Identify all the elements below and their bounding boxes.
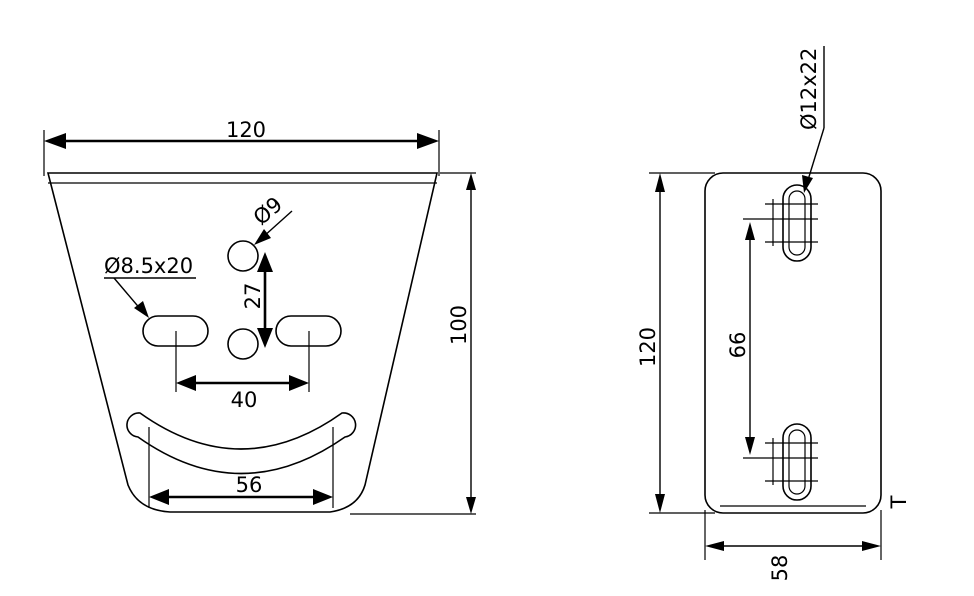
side-plate-outline xyxy=(704,172,882,514)
dimension-27: 27 xyxy=(241,252,273,348)
side-width-dim: 58 xyxy=(768,555,792,582)
arc-slot-dim: 56 xyxy=(236,473,263,497)
dimension-120-side: 120 xyxy=(636,172,715,514)
dimension-100: 100 xyxy=(350,172,476,515)
dimension-58: 58 xyxy=(704,510,882,582)
hole-spacing-dim: 27 xyxy=(241,283,265,310)
dimension-66: 66 xyxy=(726,222,755,455)
hole-upper xyxy=(227,240,259,272)
arc-slot xyxy=(126,412,357,475)
side-height-dim: 120 xyxy=(636,327,660,367)
slot-dia-dim: Ø8.5x20 xyxy=(104,254,193,278)
leader-slot-dia: Ø8.5x20 xyxy=(104,254,196,318)
dimension-120-front: 120 xyxy=(43,118,440,176)
hole-lower xyxy=(227,328,259,360)
leader-side-slot: Ø12x22 xyxy=(797,46,825,193)
front-view: 120 100 Ø9 Ø8.5x20 27 xyxy=(43,118,476,515)
side-slot-spacing-dim: 66 xyxy=(726,332,750,359)
hole-dia-dim: Ø9 xyxy=(249,192,287,230)
side-slot-upper xyxy=(743,184,818,262)
thickness-label: T xyxy=(887,495,911,509)
side-view: Ø12x22 120 66 58 T xyxy=(636,46,911,581)
slot-spacing-dim: 40 xyxy=(231,388,258,412)
side-slot-lower xyxy=(743,423,818,501)
dimension-56: 56 xyxy=(149,473,333,505)
front-height-dim: 100 xyxy=(447,305,471,345)
front-width-dim: 120 xyxy=(226,118,266,142)
dimension-40: 40 xyxy=(176,375,309,412)
front-plate-outline xyxy=(46,172,439,513)
side-slot-dim: Ø12x22 xyxy=(797,48,821,130)
leader-hole-dia: Ø9 xyxy=(249,192,293,245)
